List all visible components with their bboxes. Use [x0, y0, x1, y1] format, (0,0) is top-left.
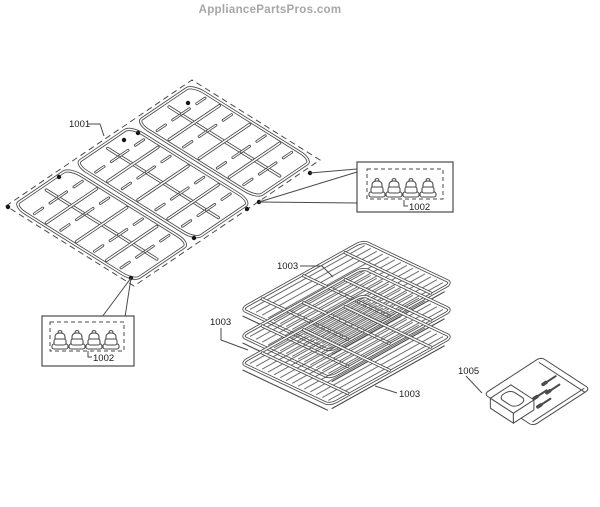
rack-label-middle: 1003 — [210, 317, 249, 351]
part-number-1003: 1003 — [399, 389, 420, 400]
callout-line — [101, 277, 132, 318]
grate-dashed-outline — [5, 79, 321, 287]
callout-line — [258, 201, 358, 204]
screw-head — [538, 405, 541, 407]
kit-dashed-box — [366, 168, 444, 200]
knob-kit-box-left: 1002 — [41, 277, 135, 367]
rack-label-upper: 1003 — [277, 261, 334, 278]
part-number-1003: 1003 — [210, 317, 231, 328]
rack-label-lower: 1003 — [374, 385, 420, 400]
leader-line — [220, 328, 249, 351]
knob-kit-box-right: 1002 — [258, 161, 454, 213]
part-number-1003: 1003 — [277, 261, 298, 272]
part-number-1002: 1002 — [409, 202, 430, 213]
label-tick — [87, 351, 92, 358]
screw-head — [543, 383, 546, 385]
hardware-kit: 1005 — [458, 357, 590, 431]
site-watermark: AppliancePartsPros.com — [198, 4, 342, 16]
callout-line — [309, 168, 358, 174]
screw-head — [547, 391, 550, 393]
part-number-1002: 1002 — [93, 353, 114, 364]
label-tick — [403, 200, 408, 207]
part-number-1005: 1005 — [458, 366, 479, 377]
part-number-1001: 1001 — [69, 119, 90, 130]
callout-line — [124, 277, 132, 318]
leader-line — [374, 385, 398, 394]
callout-line — [258, 171, 358, 203]
kit-dashed-box — [49, 321, 125, 352]
grate-part-label: 1001 — [69, 119, 105, 137]
leader-line — [465, 375, 483, 394]
sheet-lip — [539, 362, 585, 392]
bracket-top-face — [490, 385, 534, 413]
screws — [523, 376, 570, 407]
bracket-slot — [498, 390, 526, 408]
sheet-lip — [532, 388, 584, 422]
screw-head — [534, 397, 537, 399]
leader-line — [300, 265, 334, 278]
oven-rack-stack: 1003 1003 1003 — [210, 241, 456, 411]
burner-grate-assembly: 1001 — [6, 80, 320, 286]
leader-line — [88, 123, 105, 137]
